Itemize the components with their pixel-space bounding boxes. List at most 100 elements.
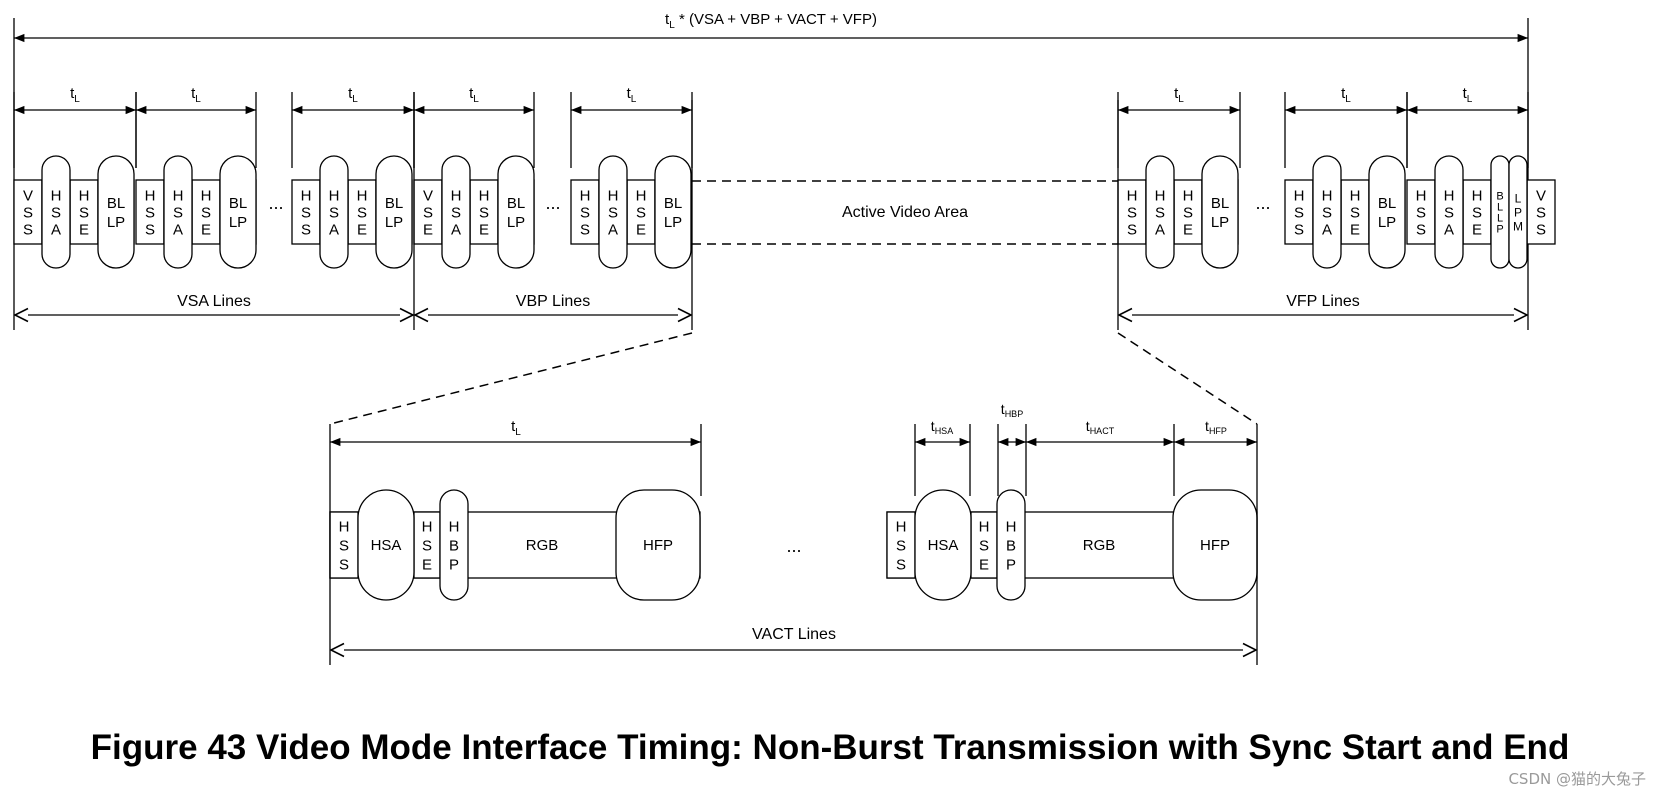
packet-label: H — [1155, 187, 1166, 204]
packet-rgb: RGB — [526, 537, 559, 554]
packet-label: S — [580, 221, 590, 238]
packet-label: A — [451, 221, 461, 238]
packet-shape — [1434, 155, 1464, 269]
packet-label: E — [636, 221, 646, 238]
watermark: CSDN @猫的大兔子 — [1508, 770, 1646, 788]
packet-label: HFP — [1200, 537, 1230, 554]
packet-hse: HSE — [1340, 179, 1370, 245]
packet-shape — [319, 155, 349, 269]
packet-label: BL — [507, 195, 525, 212]
packet-label: A — [1322, 221, 1332, 238]
packet-vss: VSS — [13, 179, 43, 245]
packet-hss: HSS — [291, 179, 321, 245]
packet-hss: HSS — [1117, 179, 1147, 245]
packet-label: S — [23, 204, 33, 221]
packet-hfp: HFP — [1172, 489, 1258, 601]
packet-lpm: LPM — [1508, 155, 1528, 269]
packet-label: E — [1472, 221, 1482, 238]
packet-label: H — [1183, 187, 1194, 204]
tl-label: tL — [627, 85, 637, 105]
thbp-label: tHBP — [1001, 401, 1023, 419]
packet-label: RGB — [1083, 537, 1116, 554]
packet-shape — [1508, 155, 1528, 269]
packet-hss: HSS — [135, 179, 165, 245]
packet-hfp: HFP — [615, 489, 701, 601]
packet-label: H — [329, 187, 340, 204]
packet-label: H — [301, 187, 312, 204]
packet-label: V — [23, 187, 33, 204]
packet-label: S — [1127, 221, 1137, 238]
packet-shape — [1526, 179, 1556, 245]
packet-label: LP — [229, 214, 247, 231]
tl-label: tL — [1341, 85, 1351, 105]
packet-label: P — [1496, 223, 1503, 235]
packet-shape — [1368, 155, 1406, 269]
vact-lines-label: VACT Lines — [752, 626, 836, 643]
packet-label: E — [422, 556, 432, 573]
packet-shape — [191, 179, 221, 245]
packet-label: E — [979, 556, 989, 573]
packet-shape — [1145, 155, 1175, 269]
packet-label: E — [1183, 221, 1193, 238]
packet-shape — [1117, 179, 1147, 245]
packet-label: E — [357, 221, 367, 238]
packet-label: HSA — [928, 537, 959, 554]
total-span-label: tL * (VSA + VBP + VACT + VFP) — [665, 11, 877, 31]
packet-label: LP — [1211, 214, 1229, 231]
packet-label: P — [1006, 556, 1016, 573]
packet-shape — [41, 155, 71, 269]
packet-label: L — [1497, 212, 1503, 224]
packet-shape — [69, 179, 99, 245]
detail-tl-label: tL — [511, 418, 521, 438]
packet-shape — [135, 179, 165, 245]
packet-vse: VSE — [413, 179, 443, 245]
packet-label: S — [1472, 204, 1482, 221]
packet-shape — [291, 179, 321, 245]
packet-label: E — [201, 221, 211, 238]
packet-shape — [347, 179, 377, 245]
ellipsis-top-3: ... — [1255, 193, 1270, 213]
packet-shape — [1406, 179, 1436, 245]
packet-hse: HSE — [626, 179, 656, 245]
packet-hsa: HSA — [914, 489, 972, 601]
packet-label: S — [1536, 204, 1546, 221]
packet-hss: HSS — [886, 511, 916, 579]
packet-label: S — [636, 204, 646, 221]
packet-label: H — [451, 187, 462, 204]
packet-rgb: RGB — [1083, 537, 1116, 554]
packet-label: S — [1536, 221, 1546, 238]
packet-hsa: HSA — [1145, 155, 1175, 269]
packet-label: V — [1536, 187, 1546, 204]
packet-hse: HSE — [1462, 179, 1492, 245]
vfp-lines-label: VFP Lines — [1286, 293, 1360, 310]
packet-shape — [97, 155, 135, 269]
packet-label: H — [422, 518, 433, 535]
packet-label: BL — [1378, 195, 1396, 212]
thfp-label: tHFP — [1205, 418, 1227, 436]
thact-label: tHACT — [1086, 418, 1115, 436]
packet-shape — [886, 511, 916, 579]
packet-label: S — [339, 537, 349, 554]
packet-label: A — [51, 221, 61, 238]
packet-label: H — [979, 518, 990, 535]
vbp-lines-label: VBP Lines — [516, 293, 590, 310]
packet-label: M — [1513, 219, 1523, 233]
packet-label: H — [79, 187, 90, 204]
packet-shape — [1284, 179, 1314, 245]
packet-label: H — [1350, 187, 1361, 204]
tl-label: tL — [1463, 85, 1473, 105]
packet-vss: VSS — [1526, 179, 1556, 245]
packet-label: P — [1514, 205, 1522, 219]
packet-label: S — [301, 204, 311, 221]
packet-label: H — [51, 187, 62, 204]
packet-label: BL — [107, 195, 125, 212]
packet-label: BL — [385, 195, 403, 212]
packet-label: E — [1350, 221, 1360, 238]
packet-label: H — [1322, 187, 1333, 204]
packet-label: A — [608, 221, 618, 238]
